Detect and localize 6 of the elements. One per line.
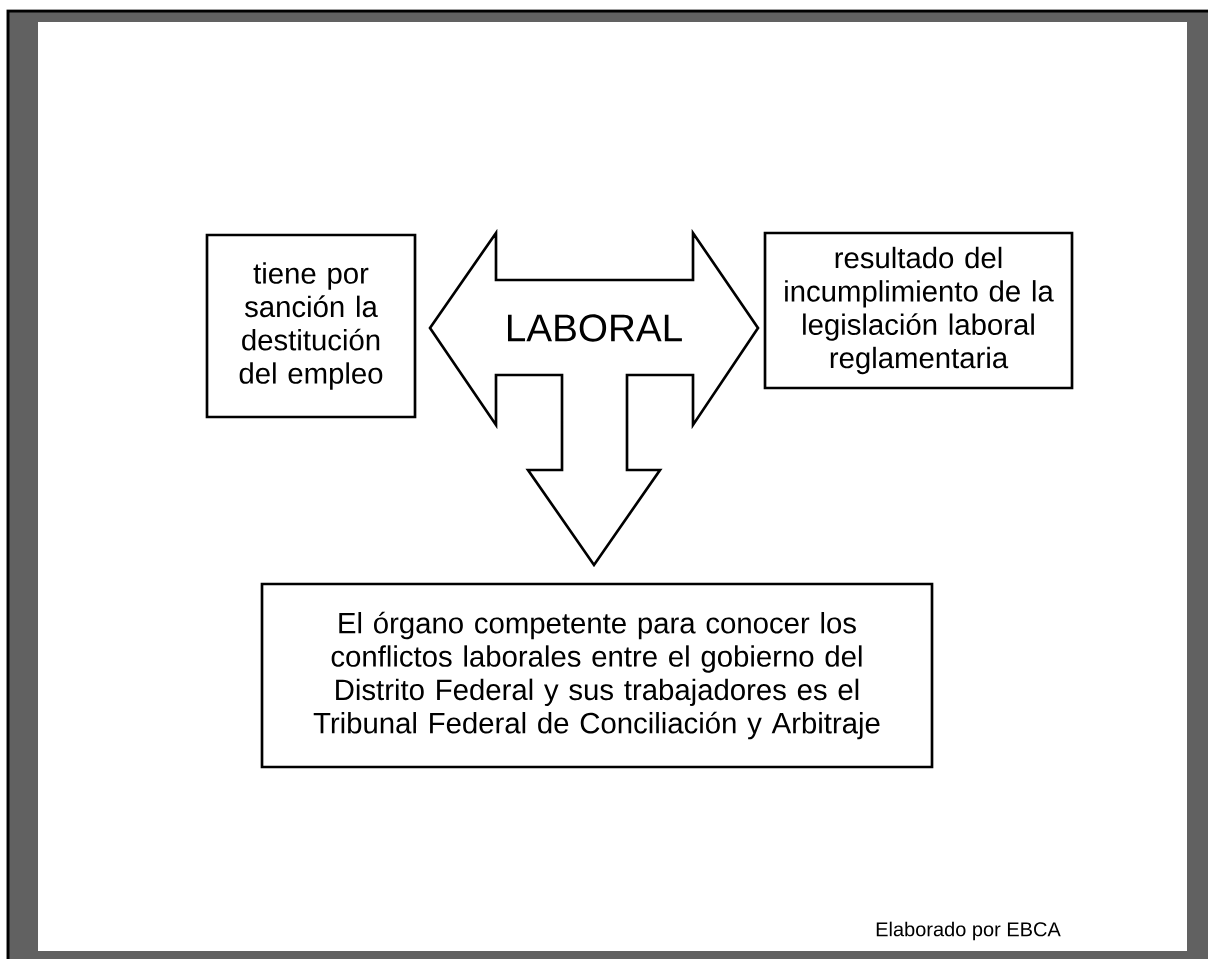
text-box: tiene por sanción la destitución del empleo xyxy=(205,233,417,419)
text-box: El órgano competente para conocer los conflictos laborales entre el gobierno del Distrito Federal y sus trabajadores es el Tribunal Federal de Conciliación y Arbitraje xyxy=(260,582,934,769)
text-box: resultado del incumplimiento de la legislación laboral reglamentaria xyxy=(763,231,1074,390)
block-arrow xyxy=(428,228,760,568)
credit-note: Elaborado por EBCA xyxy=(876,921,1061,941)
arrow-label: LABORAL xyxy=(508,314,682,342)
